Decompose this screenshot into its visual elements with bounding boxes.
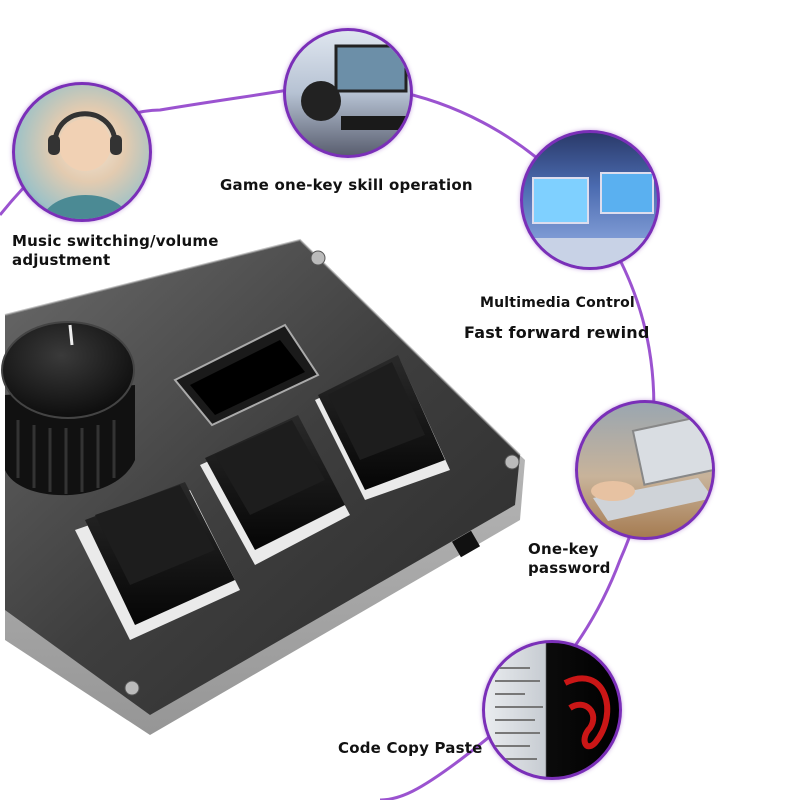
music-photo-circle [12,82,152,222]
keycap-right [315,355,450,500]
label-password-line1: One-key [528,540,599,558]
label-game: Game one-key skill operation [220,176,473,194]
rotary-knob [1,321,135,496]
password-photo-circle [575,400,715,540]
label-fastforward: Fast forward rewind [464,323,650,342]
label-password-line2: password [528,559,611,577]
game-photo-circle [283,28,413,158]
keycap-left [75,482,240,640]
code-photo-circle [482,640,622,780]
label-password: One-key password [528,540,648,578]
label-code: Code Copy Paste [338,739,483,757]
usb-port [451,530,481,558]
oled-display [173,323,320,427]
keycap-middle [200,415,350,565]
label-music-line2: adjustment [12,251,111,269]
screw-icon [124,250,520,696]
label-multimedia: Multimedia Control [480,295,635,311]
label-music-line1: Music switching/volume [12,232,219,250]
multimedia-photo-circle [520,130,660,270]
label-music: Music switching/volume adjustment [12,232,252,270]
